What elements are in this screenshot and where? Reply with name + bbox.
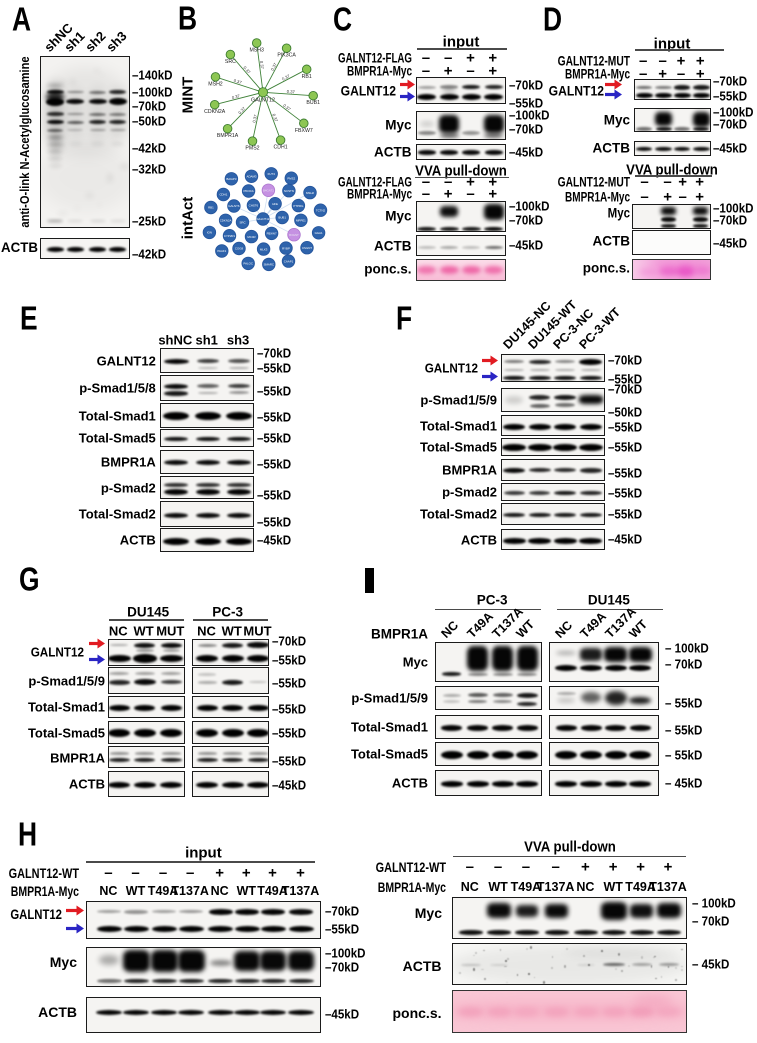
svg-text:COG8: COG8 (235, 247, 244, 251)
svg-text:0.37: 0.37 (270, 61, 279, 71)
svg-text:BAIAP3: BAIAP3 (226, 177, 237, 181)
svg-text:0.37: 0.37 (259, 61, 265, 70)
svg-text:0.37: 0.37 (231, 93, 241, 100)
svg-text:FBXW7: FBXW7 (267, 232, 277, 236)
svg-text:0.37: 0.37 (281, 73, 291, 82)
svg-text:0.37: 0.37 (271, 113, 279, 123)
svg-text:0.37: 0.37 (242, 65, 252, 75)
svg-text:BMPR1A: BMPR1A (217, 133, 239, 139)
svg-text:PTPRG: PTPRG (293, 204, 304, 208)
svg-text:PMS2: PMS2 (245, 146, 259, 152)
svg-text:RB1: RB1 (208, 206, 214, 210)
svg-text:MSH2: MSH2 (306, 191, 314, 195)
svg-text:MSH3: MSH3 (249, 48, 264, 54)
svg-text:FUT3: FUT3 (268, 172, 276, 176)
svg-text:RB1: RB1 (302, 74, 312, 80)
svg-text:PALOC: PALOC (243, 262, 253, 266)
svg-text:MLK3: MLK3 (260, 247, 268, 251)
svg-text:GGA1: GGA1 (315, 231, 323, 235)
svg-text:GALNT12: GALNT12 (257, 217, 270, 221)
svg-text:0.37: 0.37 (251, 113, 258, 123)
svg-text:CAAP1: CAAP1 (284, 259, 294, 263)
svg-text:RYBP: RYBP (282, 246, 290, 250)
svg-text:CDKN2A: CDKN2A (220, 219, 232, 223)
svg-text:ADAM3: ADAM3 (247, 175, 257, 179)
svg-text:TCTN2: TCTN2 (316, 208, 326, 212)
svg-text:PAAF1: PAAF1 (217, 249, 226, 253)
svg-text:0.37: 0.37 (282, 103, 292, 112)
svg-text:MC4R: MC4R (247, 235, 255, 239)
svg-text:FBXW7: FBXW7 (295, 128, 313, 134)
svg-text:B4GAT1: B4GAT1 (263, 189, 274, 193)
svg-text:SMARC: SMARC (264, 263, 274, 267)
svg-text:0.37: 0.37 (287, 89, 296, 95)
svg-text:GALNT12: GALNT12 (251, 97, 275, 103)
svg-text:SRC: SRC (225, 59, 236, 65)
svg-text:ION: ION (207, 231, 212, 235)
svg-text:BUB1: BUB1 (278, 216, 286, 220)
svg-text:PMS2: PMS2 (287, 176, 295, 180)
svg-text:B3GNT: B3GNT (289, 233, 299, 237)
svg-text:SRC: SRC (239, 221, 245, 225)
svg-text:GALNT6: GALNT6 (228, 204, 240, 208)
svg-text:PIK3CA: PIK3CA (243, 189, 253, 193)
svg-text:CDKN2A: CDKN2A (204, 109, 226, 115)
svg-text:0.37: 0.37 (237, 105, 247, 115)
svg-text:NCSTN: NCSTN (284, 189, 294, 193)
svg-text:CDH1: CDH1 (219, 193, 227, 197)
svg-text:CSGNT: CSGNT (302, 246, 312, 250)
svg-text:0.37: 0.37 (233, 78, 243, 85)
svg-text:CDH1: CDH1 (274, 145, 288, 151)
svg-text:MPPE1: MPPE1 (296, 219, 306, 223)
svg-text:MSH2: MSH2 (208, 81, 223, 87)
svg-text:PIK3CA: PIK3CA (277, 53, 296, 59)
svg-text:CYP2R1: CYP2R1 (224, 234, 236, 238)
svg-text:HFE: HFE (272, 202, 278, 206)
svg-text:CHST6: CHST6 (249, 204, 259, 208)
svg-text:BUB1: BUB1 (306, 100, 320, 106)
